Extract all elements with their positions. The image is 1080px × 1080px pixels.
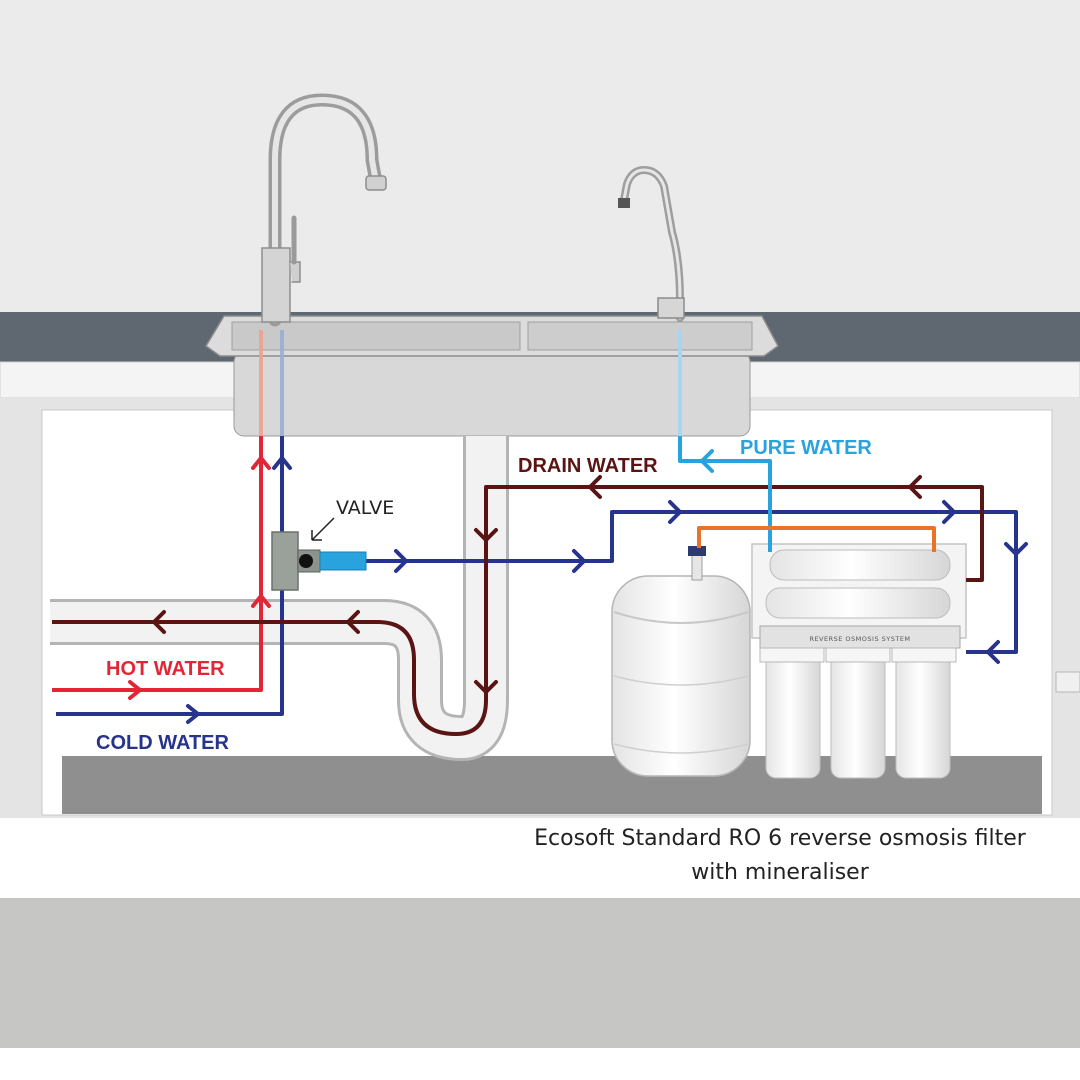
- caption-line-2: with mineraliser: [691, 860, 869, 885]
- hot-water-line: [52, 436, 263, 692]
- bottom-strip: [0, 1048, 1080, 1080]
- storage-tank: [611, 546, 751, 777]
- feed-arrow-left: [986, 640, 1000, 664]
- prefilter-3: [895, 649, 951, 779]
- cold-arrow-up: [272, 456, 292, 470]
- pure-water-label: PURE WATER: [740, 437, 872, 459]
- caption-band: [0, 818, 1080, 898]
- pure-water-faucet: [618, 165, 685, 322]
- feed-arrow-3: [668, 500, 682, 524]
- cold-arrow-right: [186, 704, 200, 724]
- cabinet-shelf: [62, 756, 1042, 814]
- ro-nameplate-text: REVERSE OSMOSIS SYSTEM: [809, 635, 910, 643]
- hot-arrow-up-2: [251, 594, 271, 608]
- prefilter-1: [765, 649, 821, 779]
- feed-arrow-1: [394, 549, 408, 573]
- cold-water-label: COLD WATER: [96, 732, 230, 754]
- ro-post-filter: [765, 587, 951, 619]
- hot-water-label: HOT WATER: [106, 658, 225, 680]
- kitchen-wall: [0, 0, 1080, 312]
- sink-basin: [233, 351, 751, 437]
- floor: [0, 898, 1080, 1048]
- ro-filter-unit: REVERSE OSMOSIS SYSTEM: [751, 543, 967, 779]
- feed-arrow-4: [942, 500, 956, 524]
- valve-pointer-arrow: [311, 517, 335, 541]
- drain-water-line: [52, 485, 984, 736]
- valve-outlet-hose: [319, 551, 367, 571]
- drain-arrow-left-4: [152, 610, 166, 634]
- drain-arrow-down-1: [474, 528, 498, 542]
- pure-arrow-left: [700, 449, 714, 473]
- valve: [271, 531, 367, 591]
- drain-arrow-down-2: [474, 680, 498, 694]
- drain-arrow-left-3: [346, 610, 360, 634]
- prefilter-2: [830, 649, 886, 779]
- feed-arrow-down: [1004, 542, 1028, 556]
- cold-water-line: [56, 436, 284, 716]
- feed-water-line: [366, 510, 1018, 654]
- feed-arrow-2: [572, 549, 586, 573]
- sink-bowl-left: [231, 321, 521, 351]
- pure-water-line: [678, 436, 772, 552]
- sink-bowl-right: [527, 321, 753, 351]
- post-filter-line: [697, 526, 936, 552]
- valve-knob: [299, 554, 313, 568]
- mixer-faucet: [261, 93, 387, 327]
- hot-arrow-right: [128, 680, 142, 700]
- ro-membrane-housing: [769, 549, 951, 581]
- side-hinge: [1055, 671, 1080, 693]
- drain-arrow-left-2: [588, 475, 602, 499]
- valve-label: VALVE: [336, 497, 394, 519]
- drain-arrow-left-1: [908, 475, 922, 499]
- drain-water-label: DRAIN WATER: [518, 455, 658, 477]
- caption: Ecosoft Standard RO 6 reverse osmosis fi…: [500, 822, 1060, 890]
- hot-arrow-up-1: [251, 456, 271, 470]
- caption-line-1: Ecosoft Standard RO 6 reverse osmosis fi…: [534, 826, 1026, 851]
